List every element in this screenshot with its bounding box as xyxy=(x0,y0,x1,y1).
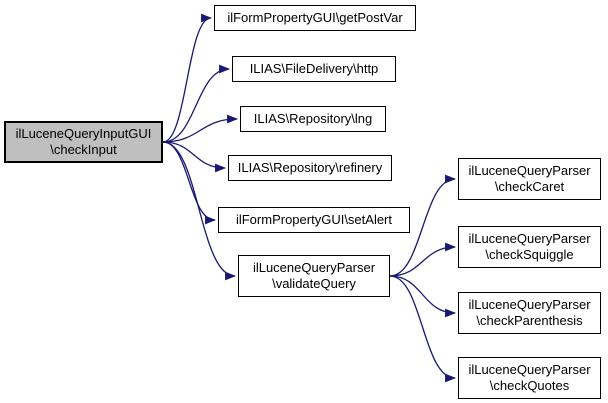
edge-validateQuery-checkQuotes xyxy=(389,275,457,383)
edge-validateQuery-checkSquiggle xyxy=(389,242,457,277)
node-lng[interactable]: ILIAS\Repository\lng xyxy=(240,106,386,132)
node-check-parenthesis[interactable]: ilLuceneQueryParser \checkParenthesis xyxy=(458,292,601,334)
node-get-post-var[interactable]: ilFormPropertyGUI\getPostVar xyxy=(214,5,416,31)
node-check-squiggle[interactable]: ilLuceneQueryParser \checkSquiggle xyxy=(458,226,601,268)
node-check-input[interactable]: ilLuceneQueryInputGUI \checkInput xyxy=(4,121,163,163)
node-validate-query[interactable]: ilLuceneQueryParser \validateQuery xyxy=(238,255,390,297)
node-check-quotes[interactable]: ilLuceneQueryParser \checkQuotes xyxy=(458,357,601,399)
edge-checkInput-getPostVar xyxy=(162,13,213,143)
node-check-caret[interactable]: ilLuceneQueryParser \checkCaret xyxy=(458,158,601,200)
node-refinery[interactable]: ILIAS\Repository\refinery xyxy=(228,155,392,181)
edge-validateQuery-checkParenthesis xyxy=(389,275,457,318)
edge-checkInput-lng xyxy=(162,114,239,143)
edge-checkInput-http xyxy=(162,64,231,143)
node-set-alert[interactable]: ilFormPropertyGUI\setAlert xyxy=(218,207,410,233)
edge-checkInput-setAlert xyxy=(162,141,217,225)
edge-checkInput-refinery xyxy=(162,141,227,173)
node-http[interactable]: ILIAS\FileDelivery\http xyxy=(232,56,396,82)
